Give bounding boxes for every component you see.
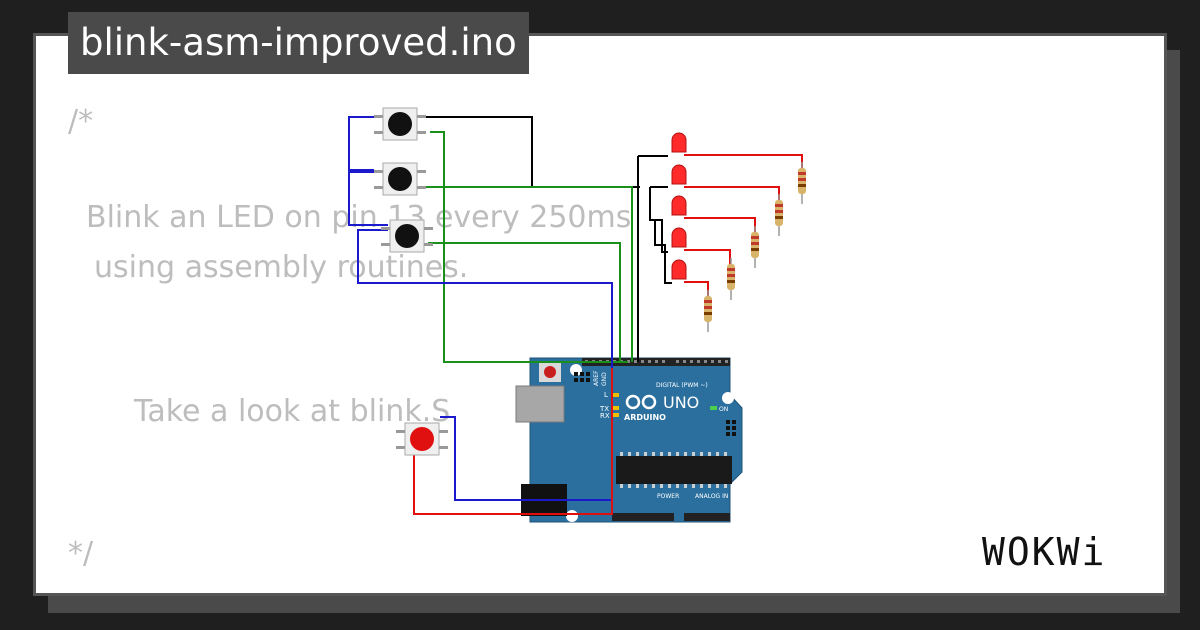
comment-close: */ xyxy=(68,536,94,571)
led-5[interactable] xyxy=(671,259,687,280)
power-header-label: POWER xyxy=(657,493,679,500)
board-brand-label: ARDUINO xyxy=(624,413,666,422)
analog-header-label: ANALOG IN xyxy=(695,493,728,500)
pin-label-gnd: GND xyxy=(601,372,608,386)
wire-blue-2 xyxy=(348,171,388,226)
resistor-2[interactable] xyxy=(775,194,783,236)
on-label: ON xyxy=(719,406,728,413)
comment-line-3: Take a look at blink.S xyxy=(134,394,451,429)
wire-green-2 xyxy=(418,186,633,362)
led-4[interactable] xyxy=(671,227,687,248)
wire-green-3 xyxy=(428,242,621,362)
wire-green-1 xyxy=(430,131,628,363)
label-rx: RX xyxy=(600,412,610,420)
wire-gnd-1 xyxy=(418,116,640,188)
wire-blue-1 xyxy=(348,116,374,171)
pushbutton-3[interactable] xyxy=(381,219,433,253)
led-2[interactable] xyxy=(671,164,687,185)
pin-label-aref: AREF xyxy=(593,370,600,386)
project-title: blink-asm-improved.ino xyxy=(68,12,529,74)
arduino-uno-board[interactable]: AREF GND L TX RX UNO ARDUINO DIGITAL (PW… xyxy=(515,357,743,523)
resistor-1[interactable] xyxy=(798,162,806,204)
pushbutton-2[interactable] xyxy=(374,162,426,196)
led-3[interactable] xyxy=(671,195,687,216)
wire-led-cathodes xyxy=(649,186,672,284)
pushbutton-red[interactable] xyxy=(396,422,448,456)
resistor-4[interactable] xyxy=(727,258,735,300)
wokwi-logo-mark: WOKWi xyxy=(982,530,1106,574)
label-l: L xyxy=(604,391,608,399)
comment-open: /* xyxy=(68,104,94,139)
resistor-5[interactable] xyxy=(704,290,712,332)
led-1[interactable] xyxy=(671,132,687,153)
comment-line-2: using assembly routines. xyxy=(94,250,469,285)
label-tx: TX xyxy=(599,405,609,413)
pushbutton-1[interactable] xyxy=(374,107,426,141)
wokwi-logo: WOKWi xyxy=(978,525,1150,575)
digital-header-label: DIGITAL (PWM ~) xyxy=(656,382,708,389)
board-model-label: UNO xyxy=(663,393,699,412)
resistor-3[interactable] xyxy=(751,226,759,268)
logo-text: WOKWi xyxy=(982,530,1106,574)
